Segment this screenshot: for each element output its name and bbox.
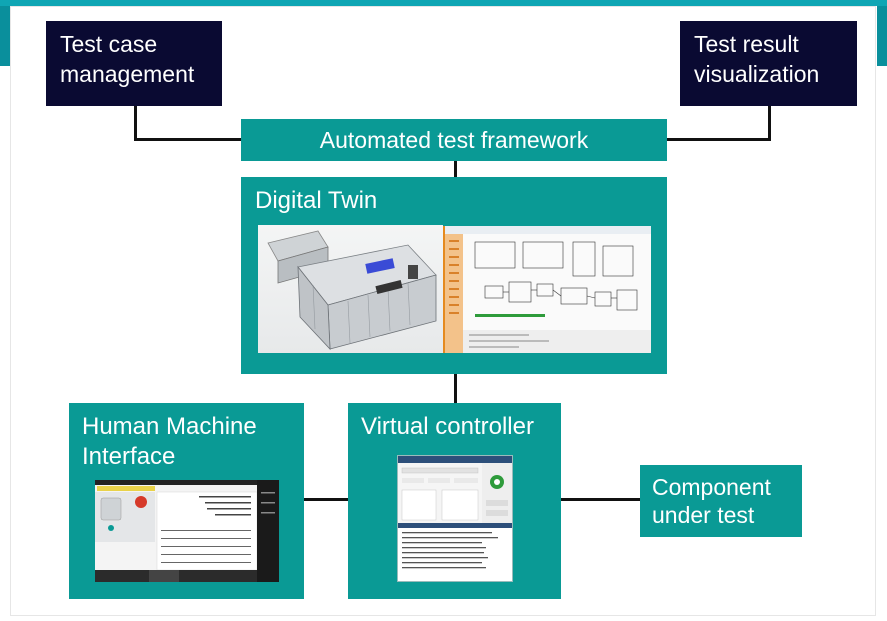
automated-test-framework-box: Automated test framework [241,119,667,161]
connector-twin-vc [454,373,457,403]
top-accent-bar [0,0,887,6]
test-case-management-label: Test case management [60,31,195,87]
left-accent-bar [0,6,10,66]
hmi-screenshot [95,480,279,582]
block-diagram-model-icon [445,226,651,353]
connector-testcase-right [134,138,242,141]
test-case-management-box: Test case management [46,21,222,106]
hmi-label: Human Machine Interface [82,413,257,470]
connector-testcase-down [134,106,137,140]
test-result-visualization-box: Test result visualization [680,21,857,106]
connector-result-left [666,138,771,141]
laser-cutter-model-icon [267,230,437,351]
connector-vc-component [560,498,640,501]
automated-test-framework-label: Automated test framework [319,127,589,153]
virtual-controller-screenshot [397,455,513,582]
simulation-model-screenshot [443,226,651,353]
test-result-visualization-label: Test result visualization [694,31,820,87]
component-under-test-label: Component under test [652,474,771,528]
connector-hmi-vc [303,498,350,501]
virtual-controller-label: Virtual controller [361,413,534,440]
machine-3d-model-image [258,225,443,353]
hmi-panel-icon [95,480,279,582]
right-accent-bar [877,6,887,66]
connector-result-down [768,106,771,140]
component-under-test-box: Component under test [640,465,802,537]
slide-frame [10,6,876,616]
digital-twin-label: Digital Twin [255,187,378,214]
controller-panel-icon [398,456,512,581]
connector-framework-twin [454,160,457,178]
